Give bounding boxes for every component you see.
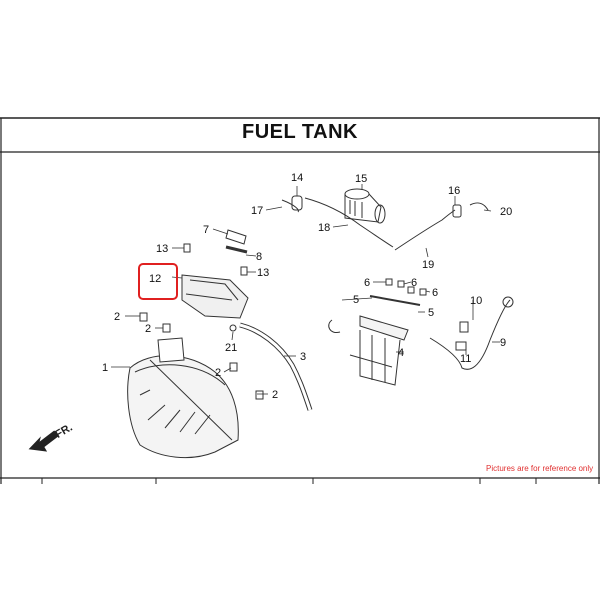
callout-3: 3	[300, 351, 306, 363]
callout-6c: 6	[432, 287, 438, 299]
hose-19	[394, 209, 456, 251]
callout-13b: 13	[257, 267, 269, 279]
hose-17	[281, 199, 299, 213]
callout-5b: 5	[428, 307, 434, 319]
callout-13a: 13	[156, 243, 168, 255]
harness-part	[429, 299, 511, 370]
callout-11: 11	[460, 353, 471, 365]
callout-2c: 2	[215, 367, 221, 379]
callout-15: 15	[355, 173, 367, 185]
page-title: FUEL TANK	[242, 121, 358, 143]
hose-20	[469, 202, 489, 211]
callout-17: 17	[251, 205, 263, 217]
callout-2d: 2	[272, 389, 278, 401]
fuel-pump-part	[328, 315, 409, 386]
clamp-16	[452, 204, 462, 218]
callout-12: 12	[149, 273, 161, 285]
callout-5a: 5	[353, 294, 359, 306]
callout-20: 20	[500, 206, 512, 218]
front-direction-arrow: FR.	[28, 422, 75, 452]
connector-part	[502, 296, 514, 308]
bolt-group-6	[385, 278, 427, 296]
callout-6b: 6	[411, 277, 417, 289]
callout-9: 9	[500, 337, 506, 349]
callout-2b: 2	[145, 323, 151, 335]
callout-8: 8	[256, 251, 262, 263]
clip-part-11	[455, 341, 467, 351]
direction-label: FR.	[53, 422, 74, 441]
hose-18	[304, 197, 394, 248]
diagram-frame: 1 2 2 2 2 2 3 4 5 5 6 6 6 7 8 9 10 11 12…	[0, 117, 600, 484]
gasket-part	[369, 295, 421, 306]
callout-6a: 6	[364, 277, 370, 289]
fuel-tank-part	[127, 337, 239, 459]
highlight-box	[138, 263, 178, 300]
strip-part-8	[225, 245, 248, 254]
hose-part-3-inner	[239, 323, 312, 411]
callout-19: 19	[422, 259, 434, 271]
reference-note: Pictures are for reference only	[486, 464, 594, 473]
callout-14: 14	[291, 172, 303, 184]
callout-21: 21	[225, 342, 237, 354]
callout-1: 1	[102, 362, 108, 374]
cover-part	[181, 274, 249, 319]
bracket-part-7	[225, 229, 247, 245]
callout-4: 4	[398, 347, 404, 359]
callout-7: 7	[203, 224, 209, 236]
callout-18: 18	[318, 222, 330, 234]
clip-part-10	[459, 321, 469, 333]
callout-10: 10	[470, 295, 482, 307]
callout-2a: 2	[114, 311, 120, 323]
canister-part	[344, 188, 386, 224]
callout-16: 16	[448, 185, 460, 197]
